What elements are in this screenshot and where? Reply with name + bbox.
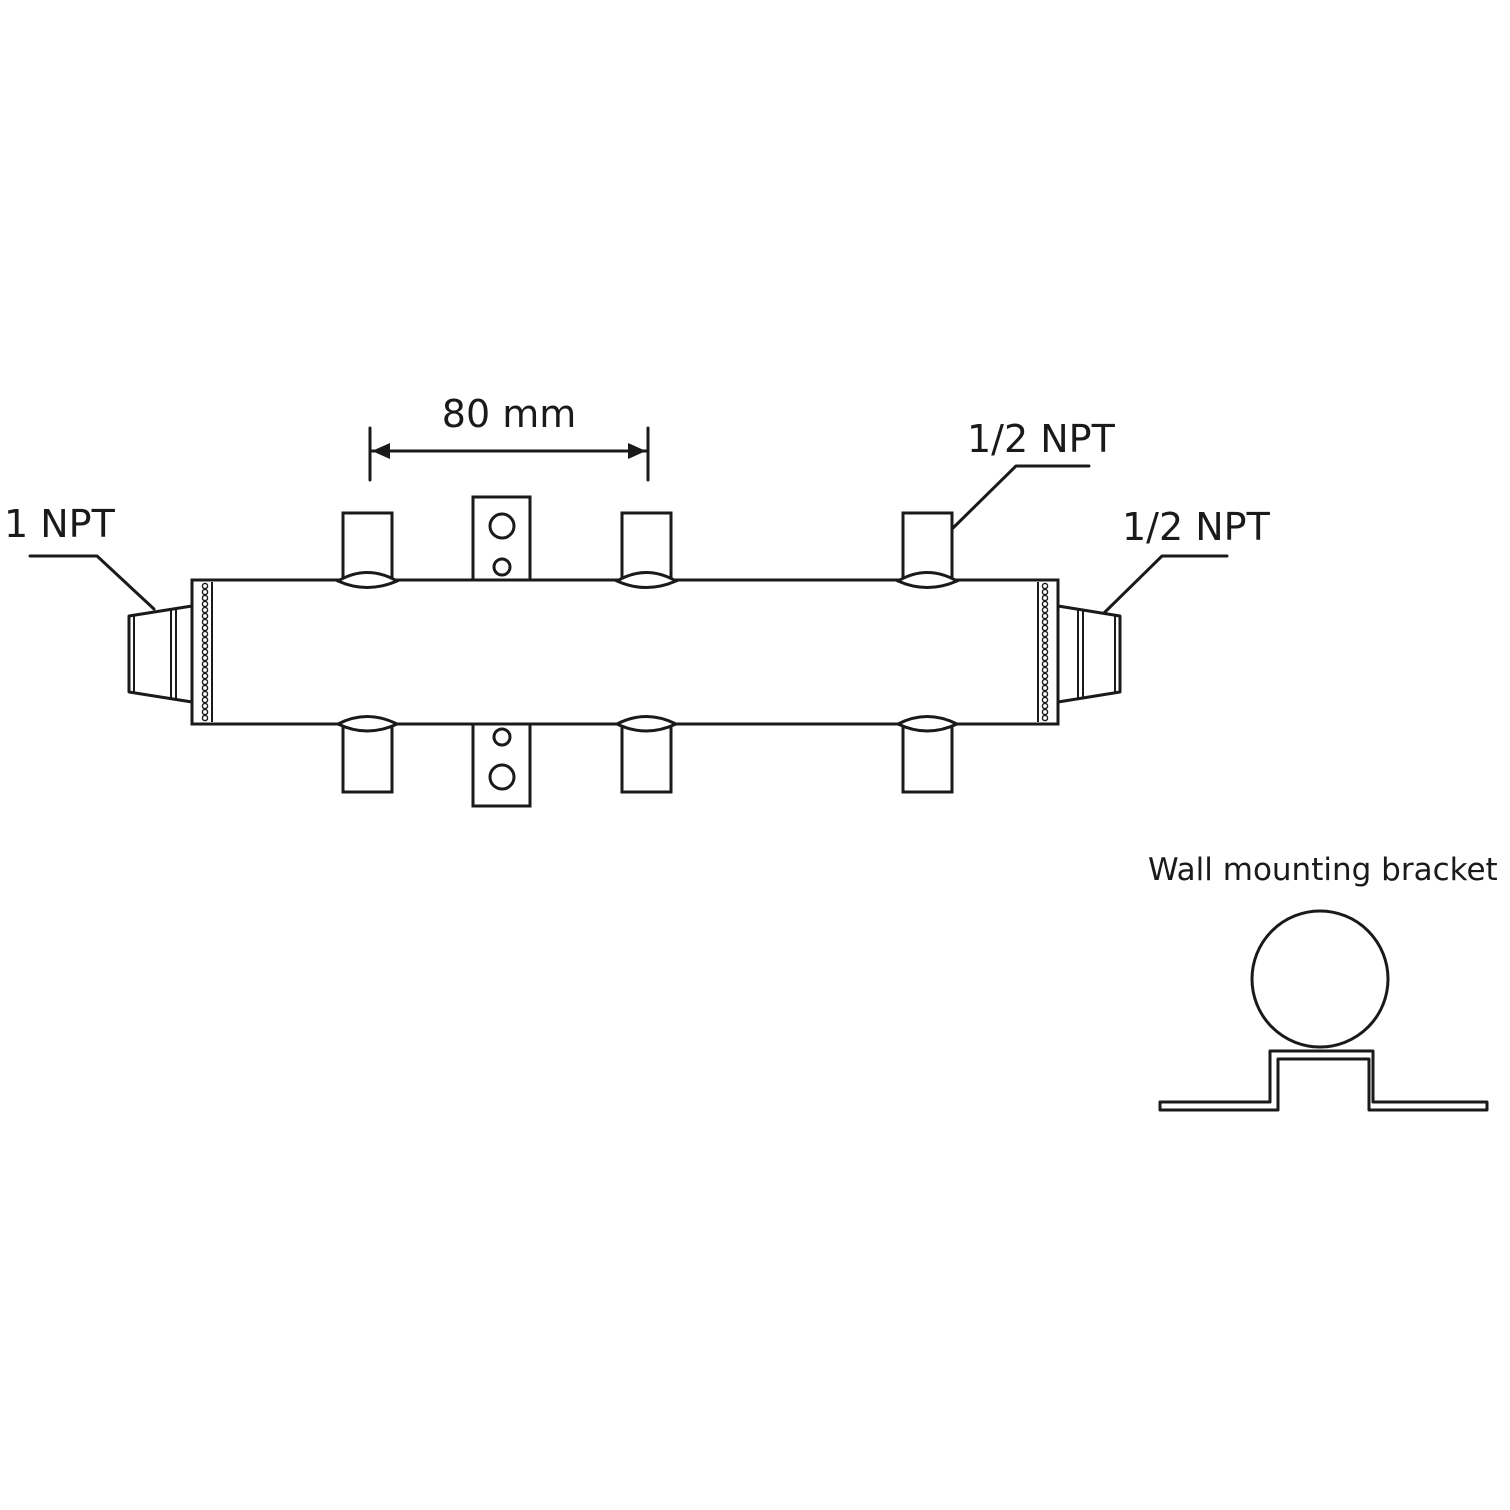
top-outlet-2 — [620, 511, 673, 583]
weld-bead-dot — [1041, 684, 1049, 692]
right-thread-body — [1056, 604, 1122, 704]
weld-bead-right — [1041, 582, 1049, 722]
weld-bead-dot — [201, 684, 209, 692]
bottom-outlet-2 — [620, 721, 673, 794]
weld-bead-dot — [201, 582, 209, 590]
weld-bead-dot — [1041, 708, 1049, 716]
weld-bead-dot — [1041, 642, 1049, 650]
top-weld-2 — [613, 571, 680, 589]
bracket-hole-large-bottom — [488, 763, 516, 791]
bottom-outlet-3 — [901, 721, 954, 794]
outlet-right-label: 1/2 NPT — [1122, 505, 1271, 549]
pipe-body — [190, 578, 1060, 726]
spacing-dimension: 80 mm — [368, 392, 650, 482]
weld-bead-dot — [1041, 618, 1049, 626]
weld-bead-dot — [201, 696, 209, 704]
bracket-detail-title: Wall mounting bracket — [1148, 852, 1498, 888]
weld-bead-dot — [1041, 588, 1049, 596]
top-outlets — [341, 511, 954, 583]
weld-bead-left — [201, 582, 209, 722]
weld-bead-dot — [1041, 630, 1049, 638]
weld-bead-dot — [201, 714, 209, 722]
weld-bead-dot — [1041, 678, 1049, 686]
bracket-detail: Wall mounting bracket — [1148, 852, 1498, 1112]
weld-bead-dot — [201, 666, 209, 674]
callout-outlet-top: 1/2 NPT — [951, 417, 1116, 530]
weld-bead-dot — [1041, 702, 1049, 710]
bracket-profile — [1158, 1049, 1489, 1112]
bracket-hole-large-top — [488, 512, 516, 540]
weld-bead-dot — [201, 618, 209, 626]
right-threaded-outlet — [1056, 604, 1122, 704]
weld-bead-dot — [201, 624, 209, 632]
weld-bead-dot — [201, 660, 209, 668]
left-threaded-inlet — [127, 604, 194, 704]
outlet-welds — [334, 571, 961, 733]
weld-bead-dot — [201, 630, 209, 638]
weld-bead-dot — [201, 672, 209, 680]
bottom-weld-1 — [334, 715, 401, 733]
weld-bead-dot — [201, 642, 209, 650]
weld-bead-dot — [1041, 606, 1049, 614]
weld-bead-dot — [1041, 690, 1049, 698]
bottom-weld-3 — [894, 715, 961, 733]
bottom-outlet-1 — [341, 721, 394, 794]
top-weld-3 — [894, 571, 961, 589]
dimension-arrow-left — [372, 443, 390, 459]
weld-bead-dot — [1041, 660, 1049, 668]
top-outlet-1 — [341, 511, 394, 583]
weld-bead-dot — [201, 594, 209, 602]
weld-bead-dot — [1041, 582, 1049, 590]
weld-bead-dot — [1041, 636, 1049, 644]
weld-bead-dot — [1041, 600, 1049, 608]
top-weld-1 — [334, 571, 401, 589]
bracket-pipe-section — [1250, 909, 1390, 1049]
weld-bead-dot — [201, 654, 209, 662]
weld-bead-dot — [201, 606, 209, 614]
callout-outlet-right: 1/2 NPT — [1102, 505, 1271, 615]
weld-bead-dot — [201, 708, 209, 716]
weld-bead-dot — [1041, 648, 1049, 656]
leader-line-outlet-right — [1102, 554, 1229, 615]
callout-inlet-left: 1 NPT — [4, 502, 156, 611]
bracket-hole-small-top — [492, 557, 512, 577]
weld-bead-dot — [1041, 624, 1049, 632]
left-thread-body — [127, 604, 194, 704]
weld-bead-dot — [201, 612, 209, 620]
weld-bead-dot — [201, 690, 209, 698]
weld-bead-dot — [201, 702, 209, 710]
spacing-label: 80 mm — [442, 392, 576, 436]
bottom-weld-2 — [613, 715, 680, 733]
header-pipe — [190, 578, 1060, 726]
weld-bead-dot — [201, 588, 209, 596]
top-outlet-3 — [901, 511, 954, 583]
leader-line-inlet-left — [28, 554, 156, 611]
weld-bead-dot — [1041, 696, 1049, 704]
weld-bead-dot — [1041, 714, 1049, 722]
weld-bead-dot — [1041, 612, 1049, 620]
weld-bead-dot — [1041, 594, 1049, 602]
weld-bead-dot — [201, 600, 209, 608]
weld-bead-dot — [1041, 672, 1049, 680]
weld-bead-dot — [1041, 666, 1049, 674]
weld-bead-dot — [201, 636, 209, 644]
inlet-left-label: 1 NPT — [4, 502, 116, 546]
bracket-hole-small-bottom — [492, 727, 512, 747]
outlet-top-label: 1/2 NPT — [967, 417, 1116, 461]
weld-bead-dot — [201, 648, 209, 656]
bottom-outlets — [341, 721, 954, 794]
dimension-arrow-right — [628, 443, 646, 459]
weld-bead-dot — [1041, 654, 1049, 662]
leader-line-outlet-top — [951, 464, 1091, 530]
weld-bead-dot — [201, 678, 209, 686]
